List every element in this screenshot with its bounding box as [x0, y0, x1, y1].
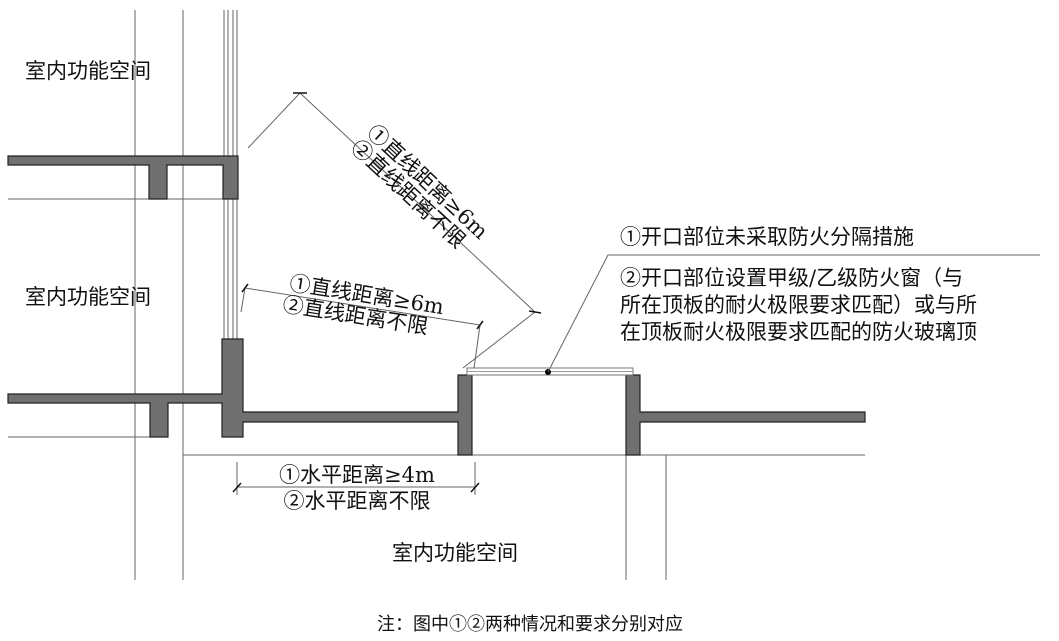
- dimension-lines: [232, 92, 1040, 495]
- lower-floor-slab-right: [625, 374, 866, 456]
- horizontal-case2: ②水平距离不限: [284, 489, 431, 513]
- space-label-lower: 室内功能空间: [392, 541, 518, 565]
- horizontal-case1: ①水平距离≥4m: [279, 463, 435, 487]
- callout-line4: 在顶板耐火极限要求匹配的防火玻璃顶: [620, 320, 977, 344]
- upper-floor-slab: [7, 155, 239, 200]
- space-label-upper: 室内功能空间: [25, 59, 151, 83]
- figure-note: 注：图中①②两种情况和要求分别对应: [377, 614, 683, 635]
- lower-floor-slab-left: [7, 338, 473, 456]
- reference-lines: [8, 10, 865, 580]
- space-label-middle: 室内功能空间: [25, 285, 151, 309]
- callout-line2: ②开口部位设置甲级/乙级防火窗（与: [620, 266, 963, 290]
- callout-line1: ①开口部位未采取防火分隔措施: [620, 225, 914, 249]
- callout-line3: 所在顶板的耐火极限要求匹配）或与所: [620, 293, 977, 317]
